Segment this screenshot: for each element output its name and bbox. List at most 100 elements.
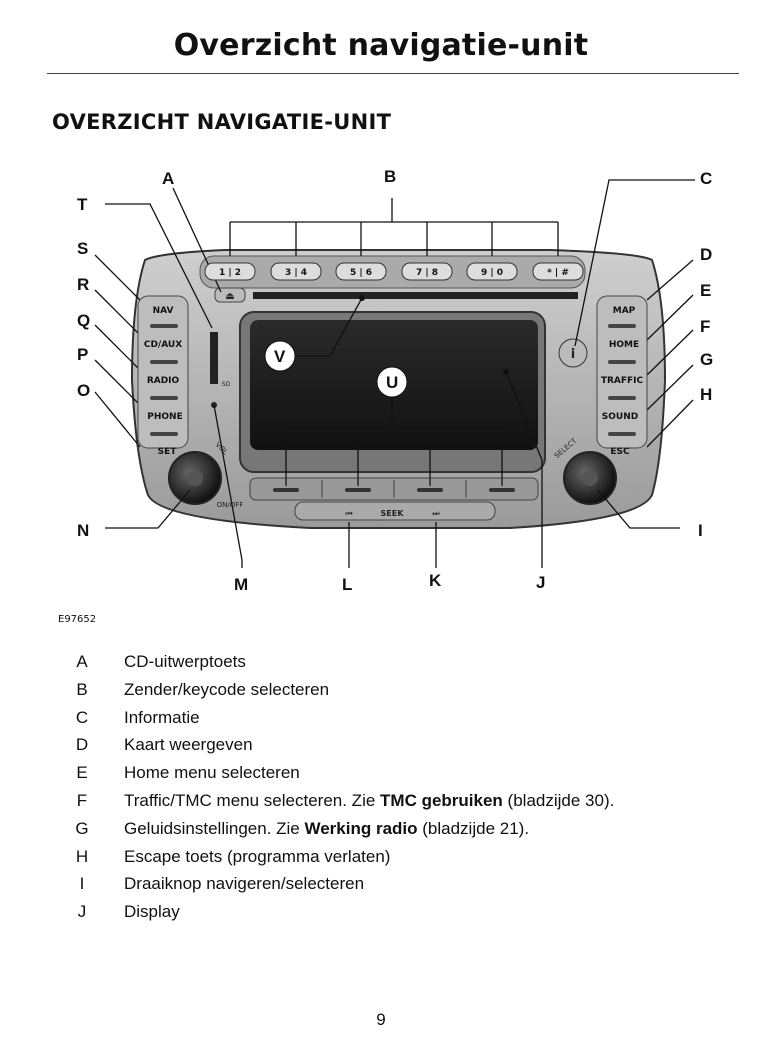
page-number: 9 [376, 1010, 386, 1029]
callout-r: R [77, 275, 89, 294]
legend-text: Traffic/TMC menu selecteren. Zie TMC geb… [124, 791, 614, 811]
legend-letter: D [75, 735, 89, 755]
legend-text-lead: Traffic/TMC menu selecteren. Zie [124, 790, 381, 810]
callout-v: V [274, 347, 286, 366]
legend-text: Kaart weergeven [124, 735, 253, 755]
right-button-column: MAP HOME TRAFFIC SOUND ESC [596, 295, 648, 457]
navigation-unit-diagram: ⏏ [77, 167, 713, 594]
preset-key-12: 1 | 2 [219, 268, 241, 278]
legend-reference-link[interactable]: Werking radio [304, 818, 418, 838]
callout-b: B [384, 167, 396, 186]
info-button [558, 338, 588, 368]
callout-a: A [162, 169, 174, 188]
legend-letter: J [77, 902, 87, 922]
map-button: MAP [613, 306, 636, 316]
phone-button: PHONE [147, 412, 182, 422]
callout-c: C [700, 169, 712, 188]
softkey-1 [273, 488, 299, 492]
legend-text-lead: Geluidsinstellingen. Zie [124, 818, 305, 838]
left-button-column: NAV CD/AUX RADIO PHONE SET [137, 295, 189, 457]
callout-e: E [700, 281, 711, 300]
legend-item: G Geluidsinstellingen. Zie Werking radio… [70, 817, 750, 845]
callout-s: S [77, 239, 88, 258]
sd-label: SD [222, 381, 231, 388]
legend-item: C Informatie [70, 706, 750, 734]
callout-p: P [77, 345, 88, 364]
callout-j: J [536, 573, 545, 592]
set-button: SET [158, 447, 178, 457]
sd-slot [210, 332, 218, 384]
legend-letter: C [75, 707, 89, 727]
callout-lines [94, 179, 695, 568]
legend-reference-link[interactable]: TMC gebruiken [380, 790, 503, 810]
seek-back-icon: ⏮ [345, 509, 352, 518]
callout-m: M [234, 575, 248, 594]
legend-text: CD-uitwerptoets [124, 652, 246, 671]
traffic-button: TRAFFIC [601, 376, 644, 386]
softkey-4 [489, 488, 515, 492]
legend-letter: B [76, 679, 88, 699]
legend-item: J Display [70, 900, 750, 928]
page-title: Overzicht navigatie-unit [173, 28, 589, 63]
callout-v-bubble [264, 340, 296, 372]
cd-aux-button: CD/AUX [144, 340, 182, 350]
preset-key-star-hash: * | # [547, 268, 569, 278]
callout-u-bubble [376, 366, 408, 398]
legend-item: D Kaart weergeven [70, 733, 750, 761]
seek-forward-icon: ⏭ [432, 509, 439, 518]
sound-button: SOUND [602, 412, 638, 422]
callout-d: D [700, 245, 712, 264]
preset-key-34: 3 | 4 [285, 268, 307, 278]
legend-item: A CD-uitwerptoets [70, 650, 750, 678]
legend-text: Escape toets (programma verlaten) [124, 846, 391, 866]
callout-h: H [700, 385, 712, 404]
on-off-label: ON/OFF [217, 501, 244, 509]
softkey-2 [345, 488, 371, 492]
esc-button: ESC [610, 447, 630, 457]
seek-label: SEEK [381, 509, 405, 518]
callout-l: L [342, 575, 352, 594]
softkey-3 [417, 488, 443, 492]
callout-i: I [698, 521, 703, 540]
legend-text: Zender/keycode selecteren [124, 679, 330, 699]
home-button: HOME [609, 340, 639, 350]
legend-text-tail: (bladzijde 30). [502, 790, 615, 810]
callout-n: N [77, 521, 89, 540]
callout-f: F [700, 317, 710, 336]
legend-item: I Draaiknop navigeren/selecteren [70, 872, 750, 900]
legend-letter: E [76, 763, 88, 783]
figure-id: E97652 [58, 614, 97, 625]
legend-item: H Escape toets (programma verlaten) [70, 845, 750, 873]
seek-bar [294, 501, 496, 521]
legend-text: Home menu selecteren [124, 763, 300, 783]
legend-text: Draaiknop navigeren/selecteren [124, 874, 365, 894]
legend-text: Geluidsinstellingen. Zie Werking radio (… [124, 819, 529, 839]
callout-o: O [77, 381, 90, 400]
callout-k: K [429, 571, 442, 590]
legend-letter: G [75, 818, 89, 838]
legend-text: Informatie [124, 707, 200, 727]
callout-q: Q [77, 311, 90, 330]
section-heading: OVERZICHT NAVIGATIE-UNIT [52, 110, 392, 134]
preset-key-90: 9 | 0 [481, 268, 503, 278]
legend-text: Display [124, 902, 180, 922]
preset-strip [199, 255, 586, 289]
nav-button: NAV [153, 306, 174, 316]
callout-g: G [700, 350, 713, 369]
cd-slot [253, 292, 578, 299]
legend-letter: I [79, 874, 85, 894]
preset-key-56: 5 | 6 [350, 268, 372, 278]
legend-letter: A [76, 652, 88, 671]
preset-keys: 1 | 2 3 | 4 5 | 6 7 | 8 9 | 0 * | # [204, 262, 584, 281]
callout-u: U [386, 373, 398, 392]
preset-key-78: 7 | 8 [416, 268, 438, 278]
callout-t: T [77, 195, 88, 214]
legend-letter: H [75, 846, 89, 866]
eject-button [214, 287, 246, 303]
title-rule [47, 73, 739, 74]
legend-item: B Zender/keycode selecteren [70, 678, 750, 706]
radio-button: RADIO [147, 376, 180, 386]
info-icon: i [571, 347, 575, 362]
legend-item: F Traffic/TMC menu selecteren. Zie TMC g… [70, 789, 750, 817]
legend: A CD-uitwerptoets B Zender/keycode selec… [70, 650, 750, 928]
